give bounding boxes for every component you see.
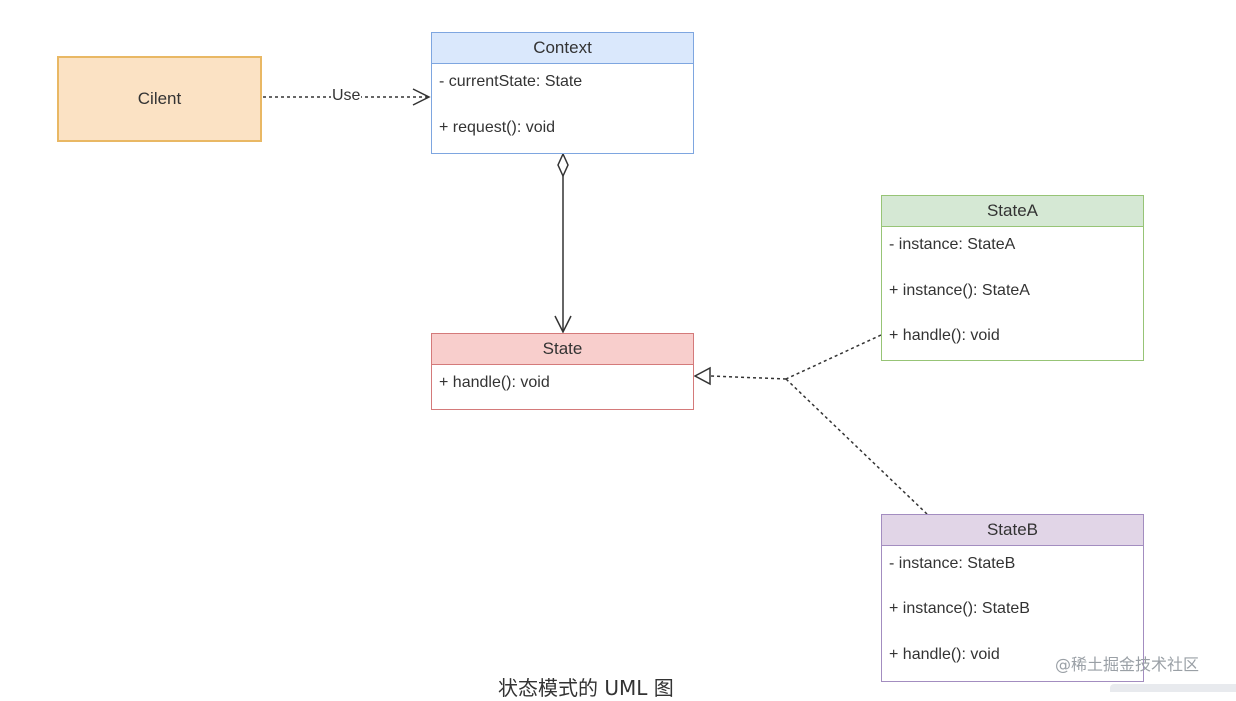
diagram-caption: 状态模式的 UML 图 bbox=[498, 676, 674, 700]
stateB-realization-line bbox=[785, 378, 928, 515]
client-label: Cilent bbox=[137, 89, 182, 108]
state-class-name: State bbox=[432, 334, 693, 365]
realization-shared-line bbox=[709, 375, 787, 380]
state-method: + handle(): void bbox=[439, 374, 550, 391]
stateA-field: - instance: StateA bbox=[889, 236, 1016, 253]
stateA-method: + handle(): void bbox=[889, 327, 1000, 344]
client-box[interactable]: Cilent bbox=[57, 56, 262, 142]
stateA-method: + instance(): StateA bbox=[889, 282, 1030, 299]
stateA-class[interactable]: StateA - instance: StateA + instance(): … bbox=[881, 195, 1144, 361]
aggregation-diamond bbox=[557, 152, 569, 178]
use-dependency-arrowhead bbox=[412, 88, 431, 106]
stateB-class-name: StateB bbox=[882, 515, 1143, 546]
context-class[interactable]: Context - currentState: State + request(… bbox=[431, 32, 694, 154]
stateA-realization-line bbox=[785, 334, 882, 380]
aggregation-arrowhead bbox=[554, 315, 572, 334]
bottom-strip bbox=[1110, 684, 1236, 692]
stateB-field: - instance: StateB bbox=[889, 555, 1016, 572]
stateA-class-name: StateA bbox=[882, 196, 1143, 227]
watermark-text: @稀土掘金技术社区 bbox=[1055, 655, 1200, 674]
stateB-method: + instance(): StateB bbox=[889, 600, 1030, 617]
context-class-name: Context bbox=[432, 33, 693, 64]
context-field: - currentState: State bbox=[439, 73, 583, 90]
stateB-method: + handle(): void bbox=[889, 646, 1000, 663]
use-edge-label: Use bbox=[331, 87, 362, 105]
realization-triangle bbox=[693, 366, 711, 386]
context-method: + request(): void bbox=[439, 119, 556, 136]
stateB-class[interactable]: StateB - instance: StateB + instance(): … bbox=[881, 514, 1144, 682]
state-class[interactable]: State + handle(): void bbox=[431, 333, 694, 410]
